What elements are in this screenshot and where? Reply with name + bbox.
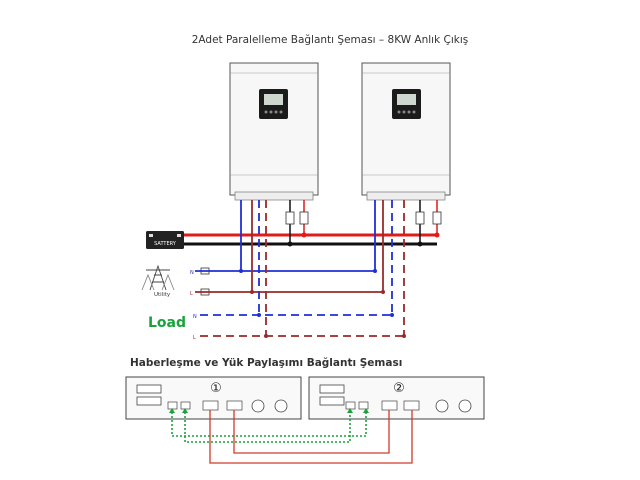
inverter-2 [361,62,451,201]
utility-label: Utility [154,292,171,298]
battery-icon: SATTERY [146,231,184,249]
battery-breakers [285,200,442,244]
unit-2-number: ② [393,381,405,396]
utility-l-label: L [190,291,193,297]
communication-cables [171,412,367,443]
section-subtitle: Haberleşme ve Yük Paylaşımı Bağlantı Şem… [130,357,403,369]
comm-panel-1: ① [125,376,302,420]
load-sharing-cables [209,410,413,464]
utility-n-label: N [190,270,194,276]
inverter-1 [229,62,319,201]
load-label: Load [148,315,187,331]
battery-label: SATTERY [154,241,177,247]
diagram-title: 2Adet Paralelleme Bağlantı Şeması – 8KW … [191,34,469,46]
load-l-label: L [193,335,196,341]
load-n-label: N [193,314,197,320]
utility-input-wires: N L [190,200,385,297]
unit-1-number: ① [210,381,222,396]
load-output-wires: N L [193,200,406,341]
utility-pylon-icon [141,264,175,291]
comm-panel-2: ② [308,376,485,420]
